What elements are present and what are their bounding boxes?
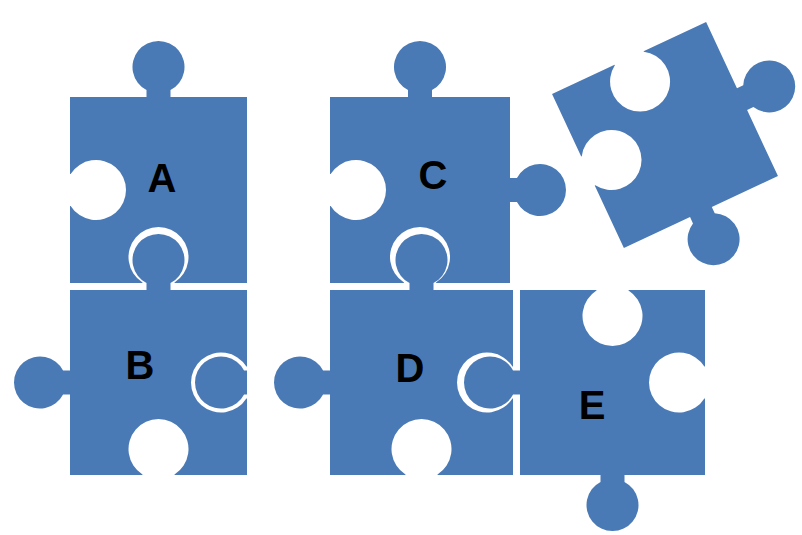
piece-shape [330, 41, 566, 283]
piece-letter: A [148, 158, 177, 198]
neighbour-tab [195, 357, 247, 409]
piece-shape [14, 234, 247, 475]
piece-letter: C [419, 155, 448, 195]
piece-shape [274, 234, 513, 475]
piece-letter: B [126, 345, 155, 385]
piece-outline [70, 290, 247, 475]
puzzle-piece-outline [552, 0, 802, 299]
piece-outline [520, 290, 705, 475]
piece-letter: D [396, 348, 425, 388]
piece-shape [464, 290, 705, 531]
piece-letter: E [579, 385, 606, 425]
puzzle-piece: B [70, 290, 247, 475]
puzzle-piece: E [520, 290, 705, 475]
